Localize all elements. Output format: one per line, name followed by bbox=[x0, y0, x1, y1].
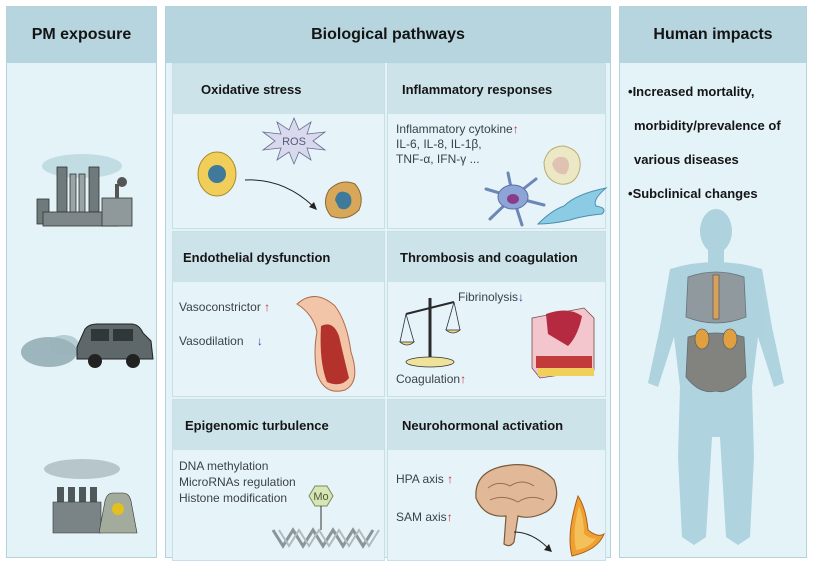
vasodilation-label: Vasodilation bbox=[179, 334, 244, 348]
pm-exposure-column: PM exposure bbox=[6, 6, 157, 558]
human-body-organs-icon bbox=[648, 209, 784, 545]
endothelial-dysfunction-cell: Endothelial dysfunction Vasoconstrictor … bbox=[172, 231, 385, 397]
coagulation-label: Coagulation bbox=[396, 372, 461, 386]
dna-methylation-icon: Mo bbox=[271, 485, 380, 549]
cytokine-line-1: Inflammatory cytokine bbox=[396, 122, 513, 136]
vasoconstrictor-item: Vasoconstrictor ↑ bbox=[179, 300, 270, 315]
factory-icon bbox=[36, 154, 133, 227]
pm-exposure-title: PM exposure bbox=[7, 7, 156, 63]
epigenetic-item: DNA methylation bbox=[179, 459, 269, 473]
up-arrow-icon: ↑ bbox=[447, 472, 454, 486]
epigenetic-item: Histone modification bbox=[179, 491, 288, 505]
dendritic-cell-icon bbox=[484, 171, 546, 227]
power-plant-icon bbox=[44, 459, 138, 534]
coagulation-item: Coagulation↑ bbox=[396, 372, 466, 387]
up-arrow-icon: ↑ bbox=[446, 510, 453, 524]
brain-icon bbox=[475, 464, 558, 547]
blood-vessel-icon bbox=[296, 296, 356, 392]
cytokine-line-3: TNF-α, IFN-γ ... bbox=[396, 152, 480, 166]
ros-label: ROS bbox=[282, 136, 306, 148]
adrenal-gland-icon bbox=[569, 494, 606, 557]
inflammatory-responses-cell: Inflammatory responses Inflammatory cyto… bbox=[387, 63, 608, 229]
impact-list: •Increased mortality, morbidity/prevalen… bbox=[628, 75, 781, 211]
human-impacts-column: Human impacts •Increased mortality, morb… bbox=[619, 6, 807, 558]
impact-bullet: •Increased mortality, bbox=[628, 84, 755, 99]
thrombosis-coagulation-cell: Thrombosis and coagulation Fibrinolysis↓… bbox=[387, 231, 606, 397]
healthy-cell-icon bbox=[197, 151, 237, 197]
thrombosis-coagulation-title: Thrombosis and coagulation bbox=[388, 232, 605, 282]
methyl-badge-label: Mo bbox=[313, 491, 328, 503]
neurohormonal-activation-title: Neurohormonal activation bbox=[388, 400, 605, 450]
fibrinolysis-item: Fibrinolysis↓ bbox=[458, 290, 524, 305]
damaged-cell-icon bbox=[325, 181, 362, 219]
up-arrow-icon: ↑ bbox=[460, 372, 467, 386]
blood-clot-tissue-icon bbox=[531, 307, 595, 379]
oxidative-stress-cell: Oxidative stress ROS bbox=[172, 63, 385, 229]
neurohormonal-activation-cell: Neurohormonal activation HPA axis ↑ SAM … bbox=[387, 399, 606, 561]
vasodilation-item: Vasodilation ↓ bbox=[179, 334, 263, 349]
up-arrow-icon: ↑ bbox=[512, 122, 519, 136]
fibrinolysis-label: Fibrinolysis bbox=[458, 290, 519, 304]
cytokine-line-2: IL-6, IL-8, IL-1β, bbox=[396, 137, 482, 151]
biological-pathways-column: Biological pathways Oxidative stress ROS… bbox=[165, 6, 611, 561]
sam-axis-item: SAM axis↑ bbox=[396, 510, 453, 525]
cytokine-list: Inflammatory cytokine↑ IL-6, IL-8, IL-1β… bbox=[396, 122, 519, 167]
macrophage-icon bbox=[543, 145, 581, 185]
transition-arrow-icon bbox=[244, 179, 317, 210]
impact-bullet-continuation: various diseases bbox=[634, 152, 739, 167]
vehicle-exhaust-icon bbox=[21, 323, 154, 368]
hpa-axis-label: HPA axis bbox=[396, 472, 444, 486]
endothelial-dysfunction-title: Endothelial dysfunction bbox=[173, 232, 384, 282]
sam-axis-label: SAM axis bbox=[396, 510, 447, 524]
epigenetic-item: MicroRNAs regulation bbox=[179, 475, 296, 489]
fibroblast-cell-icon bbox=[536, 187, 608, 225]
hormone-arrow-icon bbox=[513, 531, 552, 552]
epigenomic-turbulence-cell: Epigenomic turbulence DNA methylation Mi… bbox=[172, 399, 385, 561]
up-arrow-icon: ↑ bbox=[264, 300, 271, 314]
hpa-axis-item: HPA axis ↑ bbox=[396, 472, 453, 487]
down-arrow-icon: ↓ bbox=[518, 290, 525, 304]
epigenomic-turbulence-title: Epigenomic turbulence bbox=[173, 400, 384, 450]
epigenetic-list: DNA methylation MicroRNAs regulation His… bbox=[179, 458, 296, 506]
impact-bullet: •Subclinical changes bbox=[628, 186, 758, 201]
ros-starburst-icon: ROS bbox=[261, 116, 327, 166]
biological-pathways-title: Biological pathways bbox=[166, 7, 610, 63]
oxidative-stress-title: Oxidative stress bbox=[173, 64, 384, 114]
inflammatory-responses-title: Inflammatory responses bbox=[388, 64, 605, 114]
balance-scale-icon bbox=[398, 298, 462, 368]
vasoconstrictor-label: Vasoconstrictor bbox=[179, 300, 261, 314]
down-arrow-icon: ↓ bbox=[256, 334, 263, 348]
impact-bullet-continuation: morbidity/prevalence of bbox=[634, 118, 781, 133]
human-impacts-title: Human impacts bbox=[620, 7, 806, 63]
